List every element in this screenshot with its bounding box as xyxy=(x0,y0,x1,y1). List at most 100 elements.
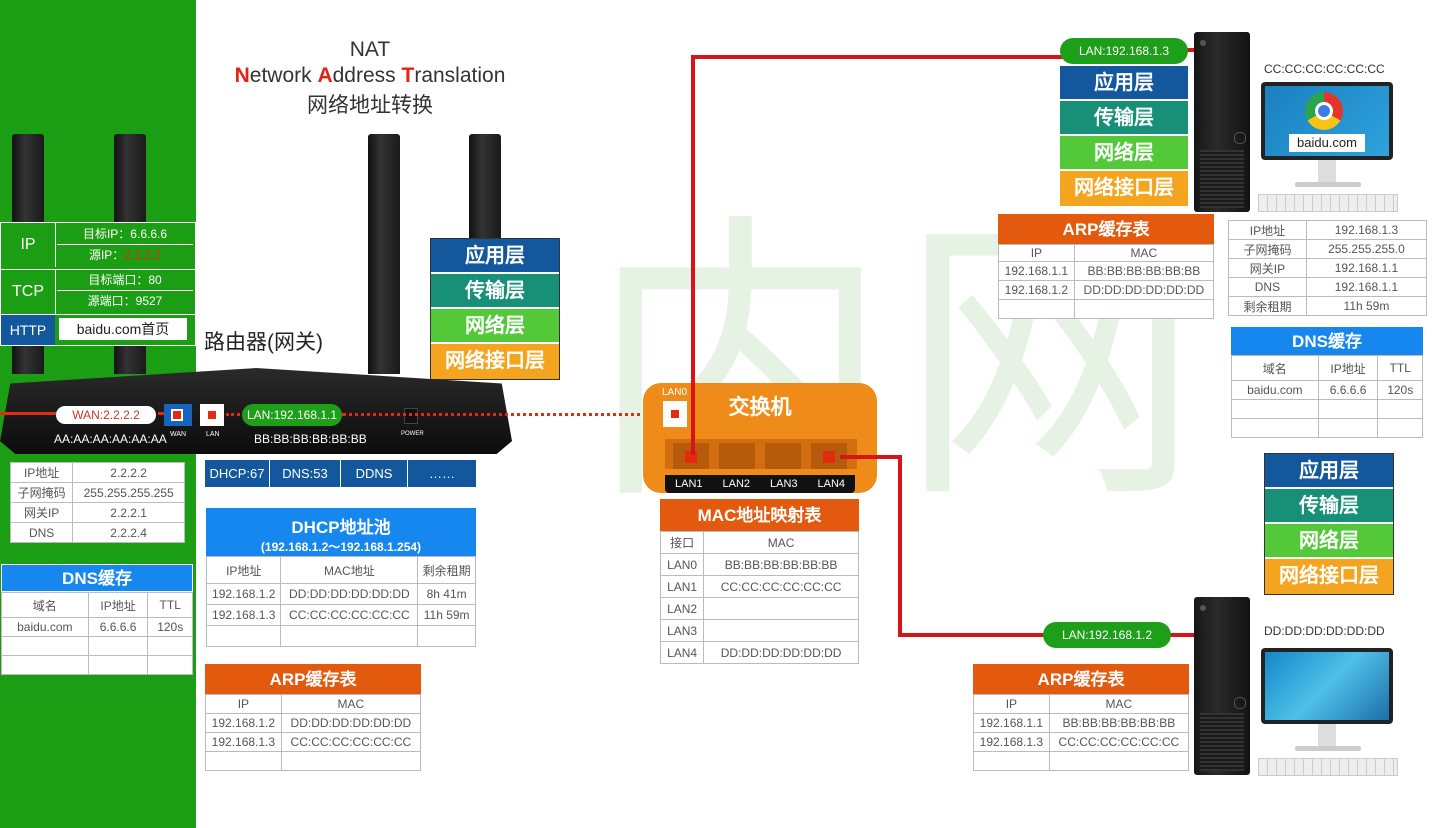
table-cell: 2.2.2.1 xyxy=(72,502,185,523)
pc1-screen: baidu.com xyxy=(1265,86,1389,156)
dhcp-pool: DHCP地址池 (192.168.1.2～192.168.1.254) IP地址… xyxy=(205,508,476,647)
http-label: HTTP xyxy=(1,315,55,345)
switch-port-label-lan2: LAN2 xyxy=(722,478,751,490)
router-lan-pill: LAN:192.168.1.1 xyxy=(242,404,342,426)
mac-table-title: MAC地址映射表 xyxy=(660,499,859,531)
title-initial-a: A xyxy=(317,64,333,87)
packet-divider xyxy=(1,314,195,315)
wan-cable xyxy=(0,412,60,415)
table-cell: 192.168.1.3 xyxy=(1305,220,1428,240)
table-cell: IP地址 xyxy=(9,462,74,483)
table-cell: DD:DD:DD:DD:DD:DD xyxy=(1073,280,1215,300)
column-header: MAC xyxy=(703,531,859,554)
table-cell: 255.255.255.0 xyxy=(1305,239,1428,259)
table-cell xyxy=(280,751,422,771)
router-label: 路由器(网关) xyxy=(204,331,323,354)
column-header: TTL xyxy=(147,592,193,618)
table-cell: 192.168.1.1 xyxy=(998,261,1075,281)
table-cell xyxy=(1317,418,1379,438)
dhcp-title: DHCP地址池 xyxy=(291,518,391,537)
lan-port[interactable] xyxy=(200,404,224,426)
src-ip-value: 2.2.2.2 xyxy=(124,248,162,262)
title-word-address: ddress xyxy=(332,64,402,87)
column-header: 域名 xyxy=(1231,355,1319,381)
column-header: IP地址 xyxy=(87,592,149,618)
tower-vent xyxy=(1200,150,1244,208)
cable-lan4-vertical xyxy=(898,455,902,637)
tower-button-icon xyxy=(1234,697,1246,709)
switch-lan0-port[interactable] xyxy=(663,401,687,427)
column-header: MAC地址 xyxy=(280,556,419,584)
table-cell: LAN1 xyxy=(659,575,705,598)
layer-link: 网络接口层 xyxy=(1265,559,1393,594)
table-cell xyxy=(998,299,1075,319)
wan-port[interactable] xyxy=(164,404,192,426)
table-cell xyxy=(973,751,1050,771)
table-cell xyxy=(1231,418,1319,438)
dst-port: 目标端口：80 xyxy=(57,271,193,291)
table-row xyxy=(205,625,476,647)
power-button[interactable] xyxy=(404,408,418,424)
table-cell xyxy=(703,597,859,620)
column-header: MAC xyxy=(1073,244,1215,262)
table-cell: DNS xyxy=(1228,277,1307,297)
table-cell xyxy=(1377,399,1423,419)
table-cell: 120s xyxy=(147,617,193,637)
column-header: IP xyxy=(205,694,282,714)
cable-pc2-end xyxy=(1168,633,1196,637)
column-header: IP xyxy=(998,244,1075,262)
layer-transport: 传输层 xyxy=(1265,489,1393,524)
table-cell: LAN4 xyxy=(659,641,705,664)
table-cell: baidu.com xyxy=(1,617,89,637)
pc1-lan-pill: LAN:192.168.1.3 xyxy=(1060,38,1188,64)
table-cell: baidu.com xyxy=(1231,380,1319,400)
chrome-icon-ring xyxy=(1315,102,1333,120)
router-services: DHCP:67 DNS:53 DDNS …… xyxy=(205,460,476,487)
table-cell xyxy=(1317,399,1379,419)
power-label: POWER xyxy=(401,431,424,437)
tcp-header-label: TCP xyxy=(1,270,56,314)
table-cell xyxy=(1073,299,1215,319)
cable-lan4-bottom xyxy=(898,633,1048,637)
column-header: IP xyxy=(973,694,1050,714)
table-cell xyxy=(1231,399,1319,419)
table-cell: 剩余租期 xyxy=(1228,296,1307,316)
column-header: MAC xyxy=(280,694,422,714)
pc2-keyboard xyxy=(1258,758,1398,776)
src-port: 源端口：9527 xyxy=(87,294,163,308)
cable-pc1-end xyxy=(1186,48,1198,52)
arp-title: ARP缓存表 xyxy=(205,664,421,694)
nat-full-name: Network Address Translation xyxy=(200,62,540,90)
service-more: …… xyxy=(429,466,455,481)
title-initial-n: N xyxy=(234,64,250,87)
table-cell xyxy=(1048,751,1190,771)
table-cell: BB:BB:BB:BB:BB:BB xyxy=(703,553,859,576)
layer-network: 网络层 xyxy=(1060,136,1188,171)
table-cell: LAN0 xyxy=(659,553,705,576)
lan0-active xyxy=(669,408,681,420)
layer-link: 网络接口层 xyxy=(1060,171,1188,206)
switch-lan0-label: LAN0 xyxy=(662,387,688,398)
lan-port-label: LAN xyxy=(206,431,220,438)
switch-port-lan2[interactable] xyxy=(719,443,755,469)
switch-port-lan3[interactable] xyxy=(765,443,801,469)
pc1-monitor-stand xyxy=(1318,160,1336,182)
table-cell xyxy=(1,636,89,656)
chrome-icon xyxy=(1305,92,1343,130)
table-cell: 2.2.2.2 xyxy=(72,462,185,483)
cable-lan1-horizontal xyxy=(691,55,1063,59)
column-header: TTL xyxy=(1377,355,1423,381)
